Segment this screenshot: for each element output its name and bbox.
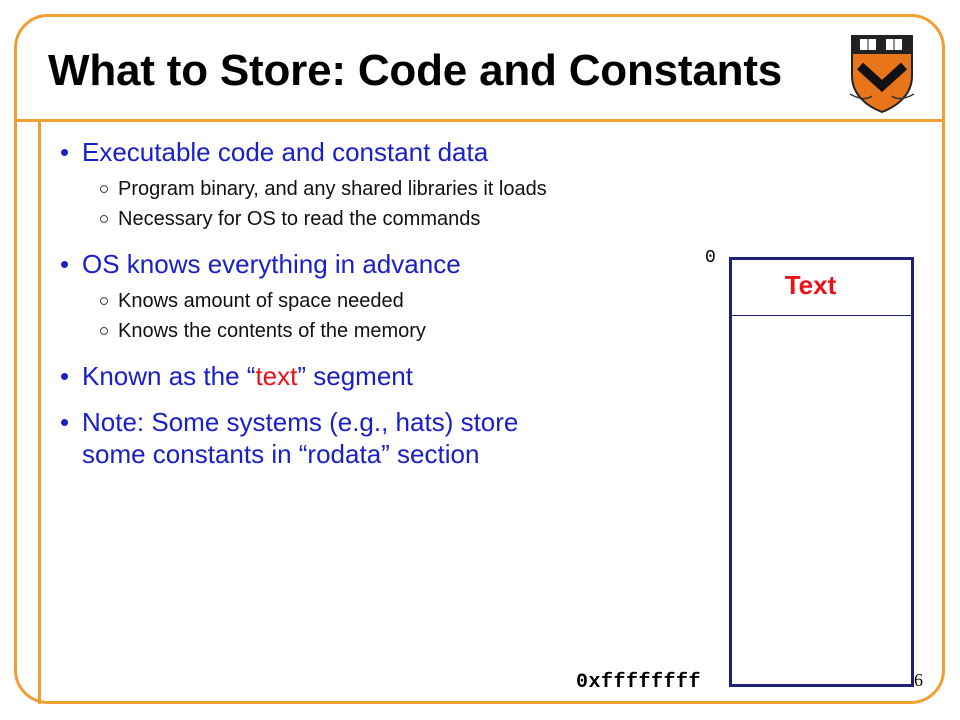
- title-divider: [14, 119, 945, 122]
- page-number: 6: [914, 670, 923, 690]
- sub-bullet-text: Necessary for OS to read the commands: [118, 208, 481, 230]
- sub-bullet-text: Program binary, and any shared libraries…: [118, 178, 547, 200]
- princeton-shield-icon: [849, 35, 915, 114]
- slide-title: What to Store: Code and Constants: [48, 46, 783, 95]
- bullet-text: OS knows everything in advance: [82, 249, 461, 279]
- bullet-text: Known as the “text” segment: [82, 361, 413, 391]
- text-segment-label: Text: [784, 270, 837, 300]
- sub-bullet-item: Program binary, and any shared libraries…: [60, 174, 720, 204]
- sub-bullet-item: Knows the contents of the memory: [60, 316, 720, 346]
- slide-frame: [14, 14, 945, 704]
- note-line-2: some constants in “rodata” section: [82, 439, 480, 469]
- text-segment-divider: [732, 315, 911, 316]
- ring-bullet-icon: [100, 185, 108, 193]
- bottom-address-label: 0xffffffff: [576, 671, 702, 694]
- highlight-text: text: [255, 361, 298, 391]
- bullet-text: Note: Some systems (e.g., hats) store so…: [82, 406, 518, 470]
- bullet-item: • Known as the “text” segment: [60, 361, 413, 391]
- memory-diagram: Text: [729, 257, 914, 687]
- top-address-label: 0: [705, 248, 716, 268]
- ring-bullet-icon: [100, 215, 108, 223]
- sub-bullet-text: Knows amount of space needed: [118, 290, 404, 312]
- sub-bullet-item: Necessary for OS to read the commands: [60, 204, 720, 234]
- sub-bullet-text: Knows the contents of the memory: [118, 320, 426, 342]
- note-line-1: Note: Some systems (e.g., hats) store: [82, 407, 519, 437]
- side-divider: [38, 119, 41, 704]
- ring-bullet-icon: [100, 297, 108, 305]
- sub-bullet-item: Knows amount of space needed: [60, 286, 720, 316]
- bullet-list: • Executable code and constant data Prog…: [60, 136, 720, 470]
- bullet-item: • Executable code and constant data: [60, 137, 489, 167]
- bullet-item: • Note: Some systems (e.g., hats) store …: [60, 406, 519, 470]
- ring-bullet-icon: [100, 327, 108, 335]
- bullet-text: Executable code and constant data: [82, 137, 489, 167]
- bullet-item: • OS knows everything in advance: [60, 249, 461, 279]
